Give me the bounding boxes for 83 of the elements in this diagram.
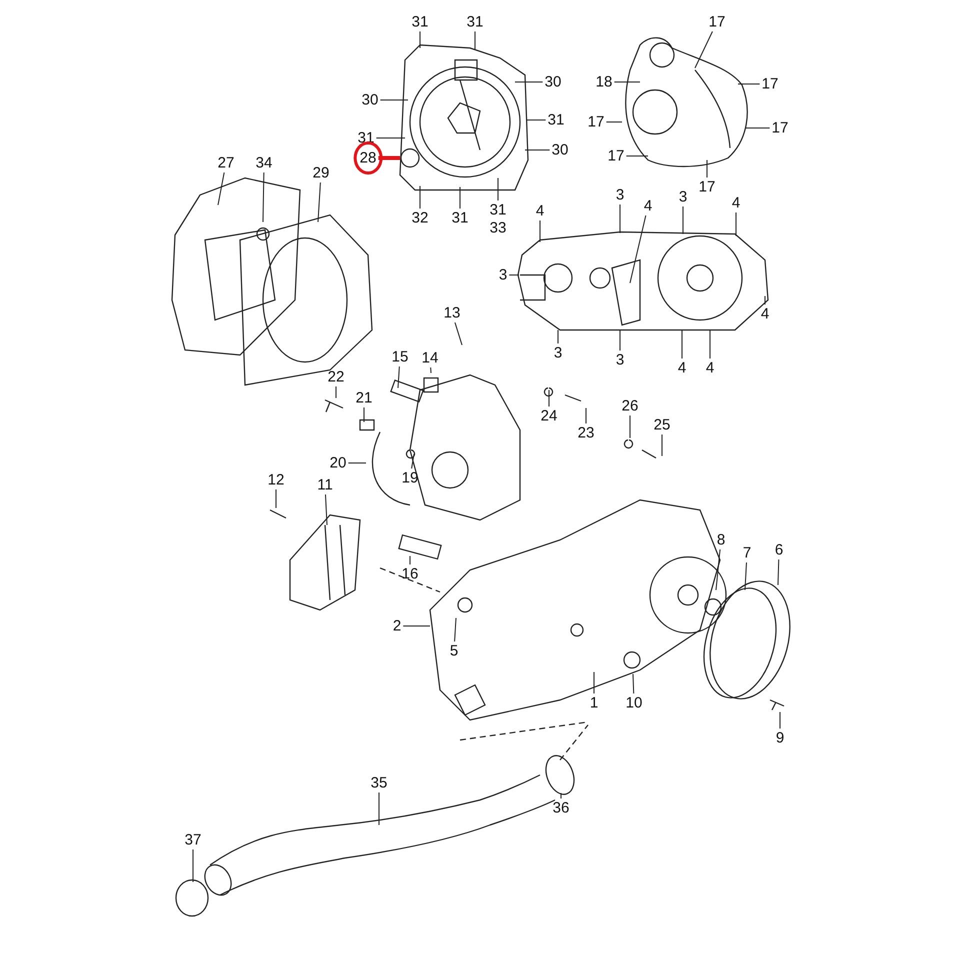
callout-number: 31 — [452, 210, 468, 226]
callout-number: 4 — [536, 202, 544, 220]
callout-number: 33 — [488, 220, 508, 236]
callout-number: 18 — [596, 74, 612, 90]
callout-number: 3 — [554, 344, 562, 362]
callout-number: 8 — [716, 532, 726, 548]
leader-line — [632, 674, 634, 694]
leader-line — [716, 549, 721, 590]
callout-number: 7 — [742, 544, 752, 562]
callout-number: 4 — [732, 194, 740, 212]
callout-number: 3 — [616, 352, 624, 368]
callout-number: 28 — [354, 142, 382, 174]
leader-line — [262, 172, 264, 222]
callout-number: 29 — [312, 164, 330, 182]
callout-number: 15 — [392, 348, 408, 366]
leader-line — [218, 172, 225, 206]
leader-line — [454, 322, 462, 346]
callout-number: 17 — [608, 148, 624, 164]
callout-number: 4 — [644, 198, 652, 214]
callout-number: 31 — [466, 14, 484, 30]
callout-number: 14 — [422, 350, 438, 366]
callout-number: 30 — [544, 74, 562, 90]
callout-number: 17 — [698, 178, 716, 196]
callout-number: 9 — [776, 730, 784, 746]
callout-number: 3 — [498, 266, 508, 284]
callout-number: 11 — [317, 476, 333, 494]
leader-line — [378, 792, 380, 826]
leader-line — [508, 274, 520, 276]
callout-number: 3 — [678, 188, 688, 206]
callout-number: 24 — [540, 408, 558, 424]
callout-number: 30 — [362, 92, 378, 108]
callout-number: 26 — [622, 398, 638, 414]
callout-number: 6 — [774, 542, 784, 558]
callout-number: 31 — [548, 112, 564, 128]
callout-number: 31 — [490, 202, 506, 218]
callout-number: 5 — [450, 642, 458, 660]
callout-number: 21 — [356, 390, 372, 406]
leader-line — [706, 160, 708, 178]
leader-line — [324, 494, 328, 526]
callout-number: 4 — [706, 360, 714, 376]
callout-number: 22 — [328, 368, 344, 386]
callout-number: 36 — [552, 800, 570, 816]
callout-number: 17 — [762, 76, 778, 92]
callout-number: 35 — [370, 774, 388, 792]
leader-line — [430, 367, 432, 374]
callout-number: 1 — [590, 694, 598, 712]
leader-line — [764, 296, 766, 305]
leader-line — [378, 156, 400, 160]
callout-number: 19 — [402, 470, 418, 486]
callout-number: 4 — [678, 360, 686, 376]
leader-line — [454, 618, 456, 642]
leader-line — [694, 31, 713, 68]
callout-number: 31 — [412, 14, 428, 30]
callout-number: 2 — [392, 618, 402, 634]
callout-number: 13 — [444, 304, 460, 322]
callout-number: 37 — [184, 832, 202, 848]
leader-line — [192, 849, 194, 882]
leader-line — [474, 31, 476, 50]
leader-line — [398, 366, 400, 388]
leader-line — [778, 559, 780, 586]
callout-number: 16 — [402, 566, 418, 582]
callout-number: 20 — [330, 454, 346, 472]
callout-number: 17 — [772, 120, 788, 136]
leader-line — [548, 390, 550, 407]
callout-number: 34 — [256, 154, 272, 172]
callout-number: 10 — [626, 694, 642, 712]
leader-line — [560, 792, 562, 799]
callout-number: 23 — [578, 424, 594, 442]
callout-number: 4 — [760, 306, 770, 322]
leader-line — [348, 462, 366, 464]
leader-line — [682, 206, 684, 234]
callout-number: 12 — [268, 472, 284, 488]
leader-line — [411, 454, 414, 469]
callout-number: 17 — [708, 14, 726, 30]
callout-number: 32 — [412, 210, 428, 226]
leader-line — [318, 182, 321, 222]
leader-line — [630, 215, 646, 284]
leader-line — [744, 562, 747, 590]
callout-number: 25 — [654, 416, 670, 434]
callout-number: 17 — [588, 114, 604, 130]
callout-number: 3 — [616, 186, 624, 204]
callout-number: 30 — [552, 142, 568, 158]
callout-number: 27 — [218, 154, 234, 172]
